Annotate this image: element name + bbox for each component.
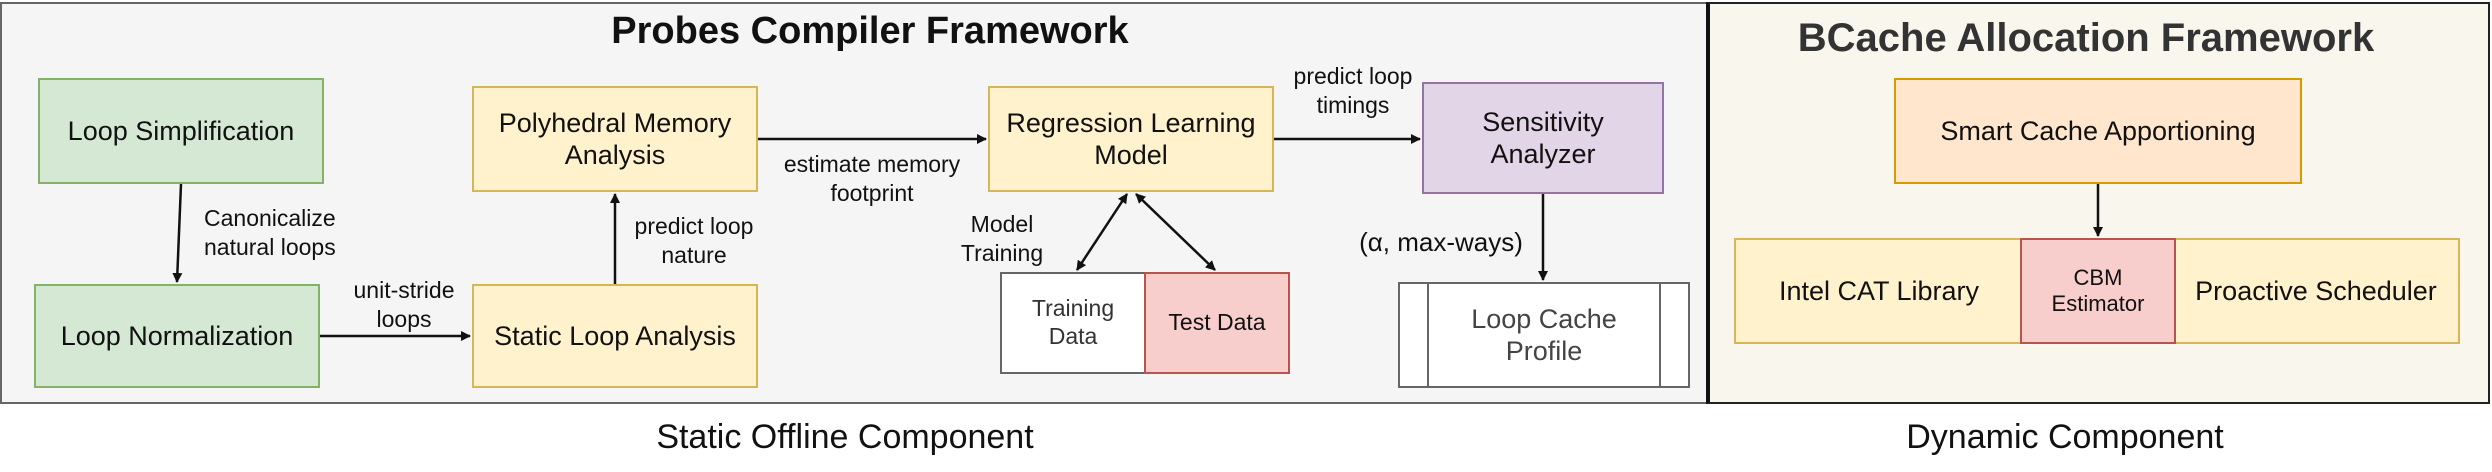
smart-cache-apportioning-label: Smart Cache Apportioning	[1940, 115, 2256, 146]
regression-learning-model-box: Regression Learning Model	[988, 86, 1274, 192]
canonicalize-label: Canonicalize natural loops	[204, 205, 336, 260]
test-data-box: Test Data	[1144, 272, 1290, 374]
sensitivity-analyzer-box: Sensitivity Analyzer	[1422, 82, 1664, 194]
loop-simplification-box: Loop Simplification	[38, 78, 324, 184]
intel-cat-library-label: Intel CAT Library	[1778, 275, 1980, 306]
estimate-memory-footprint-label: estimate memory footprint	[783, 151, 961, 206]
loop-cache-profile-box: Loop Cache Profile	[1398, 282, 1690, 388]
polyhedral-memory-analysis-box: Polyhedral Memory Analysis	[472, 86, 758, 192]
alpha-max-ways-label: (α, max-ways)	[1359, 227, 1523, 257]
loop-normalization-box: Loop Normalization	[34, 284, 320, 388]
loop-simplification-label: Loop Simplification	[67, 115, 295, 146]
regression-learning-model-label: Regression Learning Model	[1006, 107, 1256, 170]
cbm-estimator-label: CBM Estimator	[2051, 264, 2145, 316]
dynamic-component-caption: Dynamic Component	[1906, 418, 2224, 456]
predict-loop-nature-label: predict loop nature	[634, 213, 754, 268]
cbm-estimator-box: CBM Estimator	[2020, 238, 2176, 344]
sensitivity-analyzer-label: Sensitivity Analyzer	[1482, 106, 1604, 169]
predict-loop-timings-label: predict loop timings	[1293, 63, 1413, 118]
arrow-simplification-to-normalization	[172, 183, 183, 283]
smart-cache-apportioning-box: Smart Cache Apportioning	[1894, 78, 2302, 184]
model-training-label: Model Training	[960, 211, 1044, 266]
static-loop-analysis-box: Static Loop Analysis	[472, 284, 758, 388]
static-loop-analysis-label: Static Loop Analysis	[494, 320, 736, 351]
probes-compiler-title: Probes Compiler Framework	[611, 10, 1129, 52]
proactive-scheduler-label: Proactive Scheduler	[2195, 275, 2437, 306]
loop-normalization-label: Loop Normalization	[60, 320, 294, 351]
training-data-label: Training Data	[1031, 295, 1115, 349]
polyhedral-memory-analysis-label: Polyhedral Memory Analysis	[498, 107, 732, 170]
arrow-regression-test-data	[1135, 193, 1216, 271]
intel-cat-library-box: Intel CAT Library	[1734, 238, 2024, 344]
arrow-regression-training-data	[1075, 193, 1129, 271]
bcache-allocation-title: BCache Allocation Framework	[1797, 16, 2375, 60]
proactive-scheduler-box: Proactive Scheduler	[2172, 238, 2460, 344]
static-offline-caption: Static Offline Component	[656, 418, 1034, 456]
loop-cache-profile-label: Loop Cache Profile	[1471, 303, 1617, 366]
test-data-label: Test Data	[1168, 309, 1266, 336]
training-data-box: Training Data	[1000, 272, 1146, 374]
unit-stride-label: unit-stride loops	[353, 277, 455, 332]
